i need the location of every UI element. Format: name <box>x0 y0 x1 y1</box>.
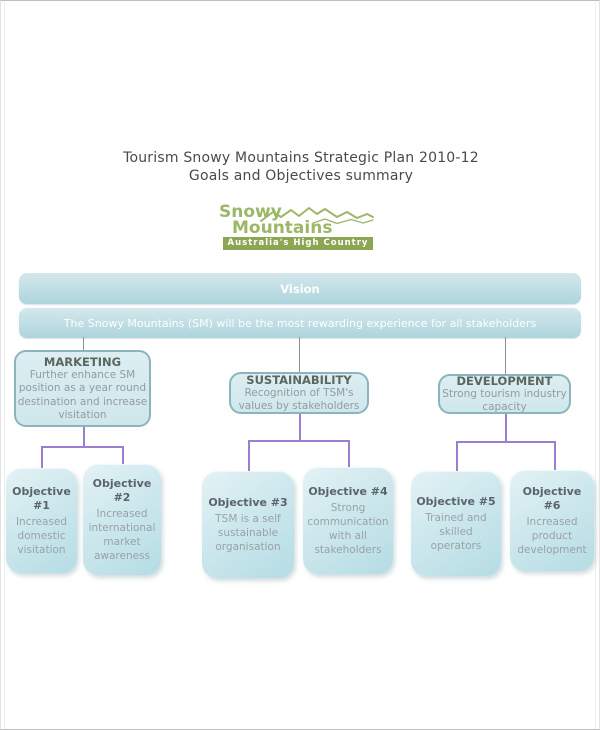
branch-description: Further enhance SM position as a year ro… <box>17 368 148 422</box>
objective-title: Objective #5 <box>416 494 496 508</box>
branch-title: SUSTAINABILITY <box>246 372 352 387</box>
connector-development-crossbar <box>456 441 556 443</box>
mountain-ridge-icon <box>260 207 374 225</box>
vision-label: Vision <box>280 281 320 296</box>
connector-marketing-objective2 <box>122 446 124 464</box>
objective-description: TSM is a self sustainable organisation <box>215 512 281 553</box>
objective-title: Objective #1 <box>12 484 71 512</box>
branch-box-marketing: MARKETING Further enhance SM position as… <box>14 350 151 427</box>
connector-marketing-objective1 <box>41 446 43 468</box>
objective-box-5: Objective #5 Trained and skilled operato… <box>411 471 501 576</box>
connector-vision-development <box>505 337 506 374</box>
objective-description: Strong communication with all stakeholde… <box>307 501 389 556</box>
connector-development-objective5 <box>456 441 458 471</box>
objective-description: Increased product development <box>517 515 587 556</box>
page-title: Tourism Snowy Mountains Strategic Plan 2… <box>1 149 599 185</box>
vision-header-box: Vision <box>19 273 581 304</box>
vision-statement-box: The Snowy Mountains (SM) will be the mos… <box>19 308 581 338</box>
connector-development-stem <box>505 414 507 441</box>
objective-title: Objective #4 <box>308 484 388 498</box>
connector-sustainability-objective3 <box>248 440 250 471</box>
branch-description: Strong tourism industry capacity <box>442 387 567 414</box>
connector-development-objective6 <box>554 441 556 470</box>
connector-vision-sustainability <box>299 337 300 372</box>
objective-description: Increased domestic visitation <box>15 515 68 556</box>
connector-sustainability-stem <box>299 414 301 440</box>
objective-description: Increased international market awareness <box>88 507 156 562</box>
connector-marketing-stem <box>83 427 85 446</box>
logo-tagline-banner: Australia's High Country <box>223 237 373 250</box>
branch-box-development: DEVELOPMENT Strong tourism industry capa… <box>438 374 571 414</box>
connector-sustainability-crossbar <box>248 440 350 442</box>
branch-box-sustainability: SUSTAINABILITY Recognition of TSM's valu… <box>229 372 369 414</box>
page-title-line1: Tourism Snowy Mountains Strategic Plan 2… <box>123 150 479 166</box>
objective-box-6: Objective #6 Increased product developme… <box>510 470 594 571</box>
objective-box-3: Objective #3 TSM is a self sustainable o… <box>202 471 294 578</box>
connector-sustainability-objective4 <box>348 440 350 467</box>
branch-title: MARKETING <box>43 354 122 369</box>
branch-title: DEVELOPMENT <box>456 373 553 388</box>
objective-description: Trained and skilled operators <box>425 511 487 552</box>
branch-description: Recognition of TSM's values by stakehold… <box>238 386 360 413</box>
vision-statement: The Snowy Mountains (SM) will be the mos… <box>63 316 537 330</box>
objective-title: Objective #3 <box>208 495 288 509</box>
objective-box-2: Objective #2 Increased international mar… <box>83 464 161 575</box>
objective-box-4: Objective #4 Strong communication with a… <box>303 467 393 574</box>
connector-vision-marketing <box>83 337 84 350</box>
connector-marketing-crossbar <box>41 446 124 448</box>
objective-title: Objective #2 <box>92 476 152 504</box>
snowy-mountains-logo: Snowy Mountains Australia's High Country <box>1 199 599 255</box>
page-title-line2: Goals and Objectives summary <box>188 168 414 184</box>
logo-word-mountains: Mountains <box>232 218 333 238</box>
objective-box-1: Objective #1 Increased domestic visitati… <box>6 468 77 573</box>
objective-title: Objective #6 <box>522 484 582 512</box>
